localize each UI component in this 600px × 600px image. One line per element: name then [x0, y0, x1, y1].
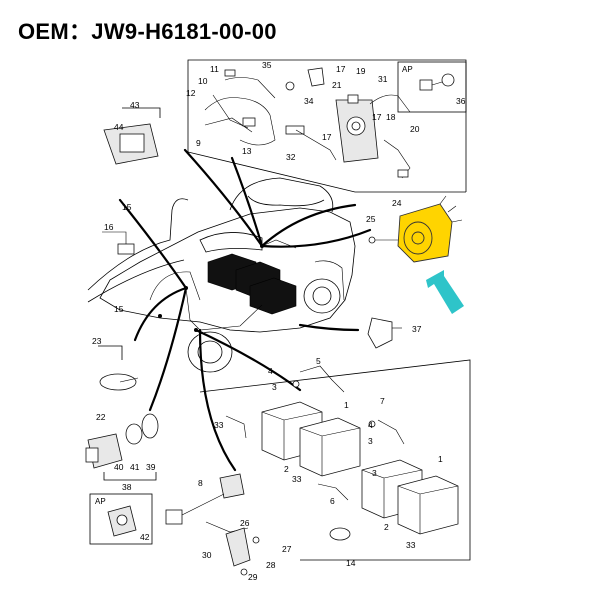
callout-26: 26: [240, 518, 250, 528]
callout-15-top: 15: [122, 202, 132, 212]
callout-32: 32: [286, 152, 296, 162]
callout-1b: 1: [438, 454, 443, 464]
callout-33-mid: 33: [292, 474, 302, 484]
callout-7: 7: [380, 396, 385, 406]
callout-33-right: 33: [406, 540, 416, 550]
callout-14: 14: [346, 558, 356, 568]
callout-3b: 3: [368, 436, 373, 446]
callout-17-mid: 17: [322, 132, 332, 142]
callout-33-left: 33: [214, 420, 224, 430]
ap-label-bottom: AP: [95, 497, 106, 506]
callout-2: 2: [284, 464, 289, 474]
callout-38: 38: [122, 482, 132, 492]
callout-9: 9: [196, 138, 201, 148]
callout-22: 22: [96, 412, 106, 422]
callout-25: 25: [366, 214, 376, 224]
switch-box-group: [103, 107, 161, 165]
ap-box-bottom: AP: [89, 493, 153, 545]
callout-15-bottom: 15: [114, 304, 124, 314]
callout-18: 18: [386, 112, 396, 122]
callout-28: 28: [266, 560, 276, 570]
highlight-arrow: [426, 270, 464, 314]
callout-17-top: 17: [336, 64, 346, 74]
battery-pack-group: [199, 359, 471, 561]
oem-part-number-heading: OEM：JW9-H6181-00-00: [18, 19, 277, 44]
callout-8: 8: [198, 478, 203, 488]
callout-4: 4: [268, 366, 273, 376]
callout-3: 3: [272, 382, 277, 392]
charger-receptacle-group: [165, 473, 260, 576]
callout-12: 12: [186, 88, 196, 98]
callout-19: 19: [356, 66, 366, 76]
callout-20: 20: [410, 124, 420, 134]
callout-36: 36: [456, 96, 466, 106]
highlighted-part-24: [368, 195, 463, 263]
callout-24: 24: [392, 198, 402, 208]
key-switch-group: [85, 345, 159, 481]
callout-41: 41: [130, 462, 140, 472]
relay-bracket-group: [367, 317, 402, 349]
dash-panel-group: [87, 198, 189, 303]
callout-34: 34: [304, 96, 314, 106]
callout-4b: 4: [368, 420, 373, 430]
callout-6: 6: [330, 496, 335, 506]
callout-29: 29: [248, 572, 258, 582]
callout-40: 40: [114, 462, 124, 472]
callout-37: 37: [412, 324, 422, 334]
callout-23: 23: [92, 336, 102, 346]
callout-31: 31: [378, 74, 388, 84]
leader-lines: [118, 148, 372, 472]
callout-13: 13: [242, 146, 252, 156]
top-harness-group: [187, 59, 467, 193]
callout-5: 5: [316, 356, 321, 366]
ap-label-top: AP: [402, 65, 413, 74]
callout-44: 44: [114, 122, 124, 132]
callout-43: 43: [130, 100, 140, 110]
callout-numbers: 11 10 12 9 13 32 35 34 17 19 21 31 17 17…: [92, 60, 466, 582]
callout-17-right: 17: [372, 112, 382, 122]
ap-box-top: AP: [397, 61, 467, 113]
callout-11: 11: [210, 64, 219, 74]
callout-1: 1: [344, 400, 349, 410]
callout-2b: 2: [384, 522, 389, 532]
callout-16: 16: [104, 222, 114, 232]
callout-21: 21: [332, 80, 342, 90]
callout-27: 27: [282, 544, 292, 554]
callout-42: 42: [140, 532, 150, 542]
callout-10: 10: [198, 76, 208, 86]
callout-39: 39: [146, 462, 156, 472]
callout-3c: 3: [372, 468, 377, 478]
callout-30: 30: [202, 550, 212, 560]
callout-35: 35: [262, 60, 272, 70]
